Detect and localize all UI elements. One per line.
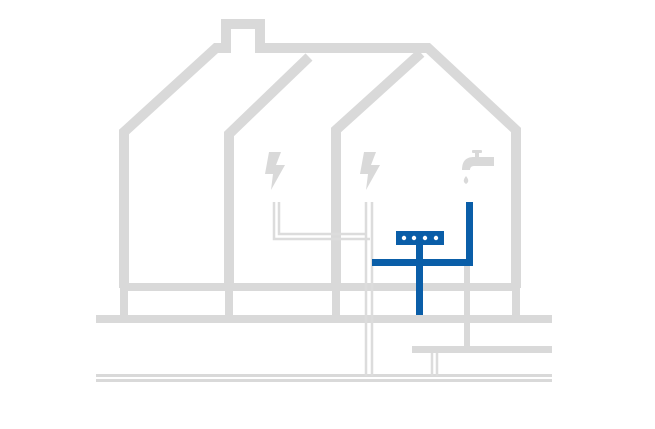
service-pipes bbox=[372, 202, 473, 315]
lightning-icon bbox=[360, 152, 380, 190]
house-outlines bbox=[119, 19, 521, 288]
distribution-box-dots bbox=[401, 235, 439, 241]
electric-conduits bbox=[272, 202, 439, 376]
foundation-post-mid bbox=[225, 283, 233, 319]
left-house-outline bbox=[119, 19, 521, 288]
water-riser bbox=[464, 262, 470, 350]
street-line-top bbox=[96, 374, 552, 377]
conduit-left-inner bbox=[277, 202, 366, 236]
foundation bbox=[96, 283, 552, 382]
foundation-top-band bbox=[124, 283, 516, 291]
conduit-left bbox=[272, 202, 370, 241]
pipe-vertical-main bbox=[416, 244, 423, 315]
foundation-post-far-right bbox=[512, 283, 520, 319]
water-tap-icon bbox=[462, 150, 494, 184]
distribution-box-icon bbox=[396, 231, 444, 245]
lightning-icon bbox=[265, 152, 285, 190]
right-house-outline bbox=[331, 49, 425, 288]
chimney-interior bbox=[231, 29, 255, 51]
ground-line bbox=[96, 315, 552, 323]
street-line-bottom bbox=[96, 379, 552, 382]
foundation-post-left bbox=[120, 283, 128, 319]
foundation-post-right bbox=[332, 283, 340, 319]
middle-house-outline bbox=[224, 53, 313, 288]
water-main bbox=[412, 346, 552, 353]
pipe-tap-riser bbox=[466, 202, 473, 266]
